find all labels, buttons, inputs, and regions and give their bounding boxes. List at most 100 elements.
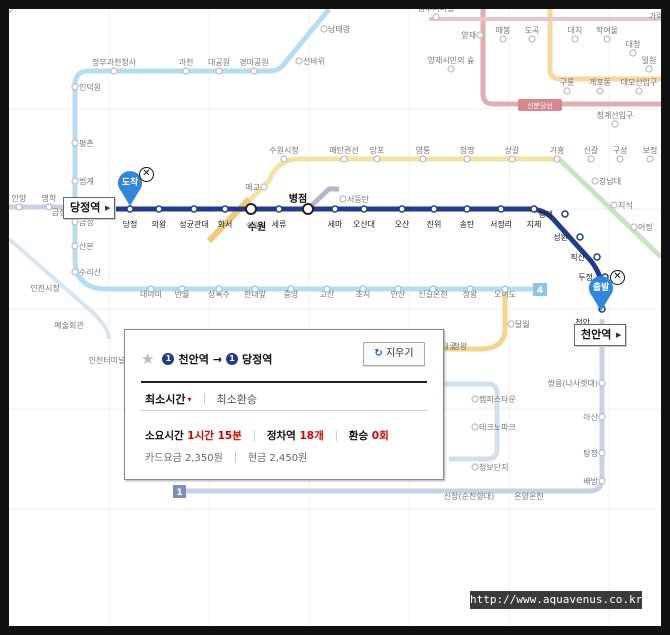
station-dot [250, 67, 258, 75]
station-dot [215, 285, 223, 293]
station-label: 테크노파크 [479, 423, 516, 432]
station-dot [359, 285, 367, 293]
origin-station-tag[interactable]: 천안역 ▶ [574, 324, 627, 346]
station-label: 중앙 [284, 289, 299, 299]
station-label: 두정 [578, 272, 593, 282]
duration-value: 1시간 15분 [187, 430, 242, 442]
station-dot [471, 463, 479, 471]
station-label: 산본 [79, 241, 94, 251]
station-label: 청명 [460, 145, 475, 155]
favorite-star-icon[interactable]: ★ [141, 350, 155, 368]
to-station: 당정역 [242, 353, 273, 366]
cash-fare-label: 현금 [247, 453, 267, 464]
divider [141, 410, 427, 411]
station-dot[interactable] [302, 203, 314, 215]
station-dot[interactable] [463, 205, 471, 213]
line-4-badge-text: 4 [537, 286, 543, 296]
station-label: 대공원 [208, 58, 230, 67]
station-dot[interactable] [190, 205, 198, 213]
station-dot[interactable] [561, 210, 569, 218]
station-dot[interactable] [530, 205, 538, 213]
station-dot[interactable] [430, 205, 438, 213]
station-dot [598, 449, 606, 457]
station-label: 성환 [553, 232, 568, 242]
station-dot[interactable] [155, 205, 163, 213]
station-label: 가락 [649, 11, 661, 21]
station-label: 달월 [515, 319, 530, 329]
route-info-panel: ★ 1 천안역 → 1 당정역 ↻ 지우기 최소시간 ▾ 최소환승 소요시간 1… [124, 329, 444, 480]
station-dot[interactable] [398, 205, 406, 213]
station-label: 매교 [245, 183, 260, 192]
station-label: 안산 [391, 289, 406, 299]
divider [141, 381, 427, 383]
station-label: 과천 [179, 57, 194, 67]
arrive-pin[interactable]: 도착 [117, 169, 143, 207]
tab-min-transfer[interactable]: 최소환승 [216, 393, 257, 406]
station-dot [630, 223, 638, 231]
station-dot [429, 285, 437, 293]
clear-origin-close-icon[interactable]: ✕ [610, 270, 625, 285]
station-label: 진위 [427, 219, 442, 229]
station-dot [287, 285, 295, 293]
station-label: 양재시민의 숲 [428, 55, 475, 65]
station-label: 캠퍼스타운 [479, 394, 516, 404]
station-label: 한대앞 [244, 289, 267, 299]
station-label: 강남대 [599, 176, 621, 186]
station-label: 구성 [613, 146, 628, 155]
destination-station-tag[interactable]: 당정역 ▶ [63, 197, 116, 219]
station-dot[interactable] [593, 253, 601, 261]
station-label: 신길온천 [418, 289, 447, 299]
station-dot [507, 320, 515, 328]
sinbundang-badge-text: 신분당선 [527, 101, 553, 110]
station-label: 인덕원 [79, 82, 101, 92]
station-dot [178, 285, 186, 293]
station-label: 일원 [642, 56, 657, 65]
station-dot [596, 87, 604, 95]
station-label: 인천시청 [30, 283, 59, 293]
station-label: 대청 [626, 40, 641, 49]
divider [335, 430, 337, 441]
station-dot[interactable] [275, 205, 283, 213]
station-label: 안양 [12, 193, 27, 203]
station-dot [463, 155, 471, 163]
station-dot [501, 285, 509, 293]
station-dot[interactable] [245, 203, 257, 215]
station-dot[interactable] [221, 205, 229, 213]
station-label: 금정 [79, 217, 94, 227]
line-4-track [72, 9, 537, 292]
clear-destination-close-icon[interactable]: ✕ [139, 167, 154, 182]
station-label: 상갈 [505, 145, 520, 155]
card-fare-value: 2,350원 [185, 453, 223, 464]
route-stats: 소요시간 1시간 15분 정차역 18개 환승 0회 [145, 428, 389, 443]
station-label: 상록수 [208, 289, 230, 299]
caret-down-icon[interactable]: ▾ [187, 394, 192, 404]
station-dot [645, 65, 653, 73]
station-dot [629, 49, 637, 57]
station-label: 성균관대 [179, 219, 208, 229]
station-label: 수원 [246, 221, 261, 230]
station-dot [394, 285, 402, 293]
station-label: 영통 [416, 145, 431, 155]
station-label: 인천터미널 [89, 355, 126, 365]
station-dot [563, 87, 571, 95]
station-label: 금정 [52, 207, 67, 217]
station-label: 반월 [175, 289, 190, 299]
origin-station-name: 천안역 [581, 328, 612, 341]
tab-min-time[interactable]: 최소시간 [145, 393, 186, 406]
station-label: 탕정 [583, 448, 598, 458]
clear-button[interactable]: ↻ 지우기 [363, 342, 425, 366]
station-dot [591, 177, 599, 185]
station-dot[interactable] [497, 205, 505, 213]
station-dot[interactable] [360, 205, 368, 213]
station-dot[interactable] [576, 233, 584, 241]
station-label: 신갈 [584, 146, 599, 155]
depart-pin[interactable]: 출발 [588, 274, 614, 312]
station-dot[interactable] [331, 205, 339, 213]
station-label: 오산대 [353, 219, 375, 229]
station-dot [610, 201, 618, 209]
station-label: 기흥 [550, 145, 565, 155]
